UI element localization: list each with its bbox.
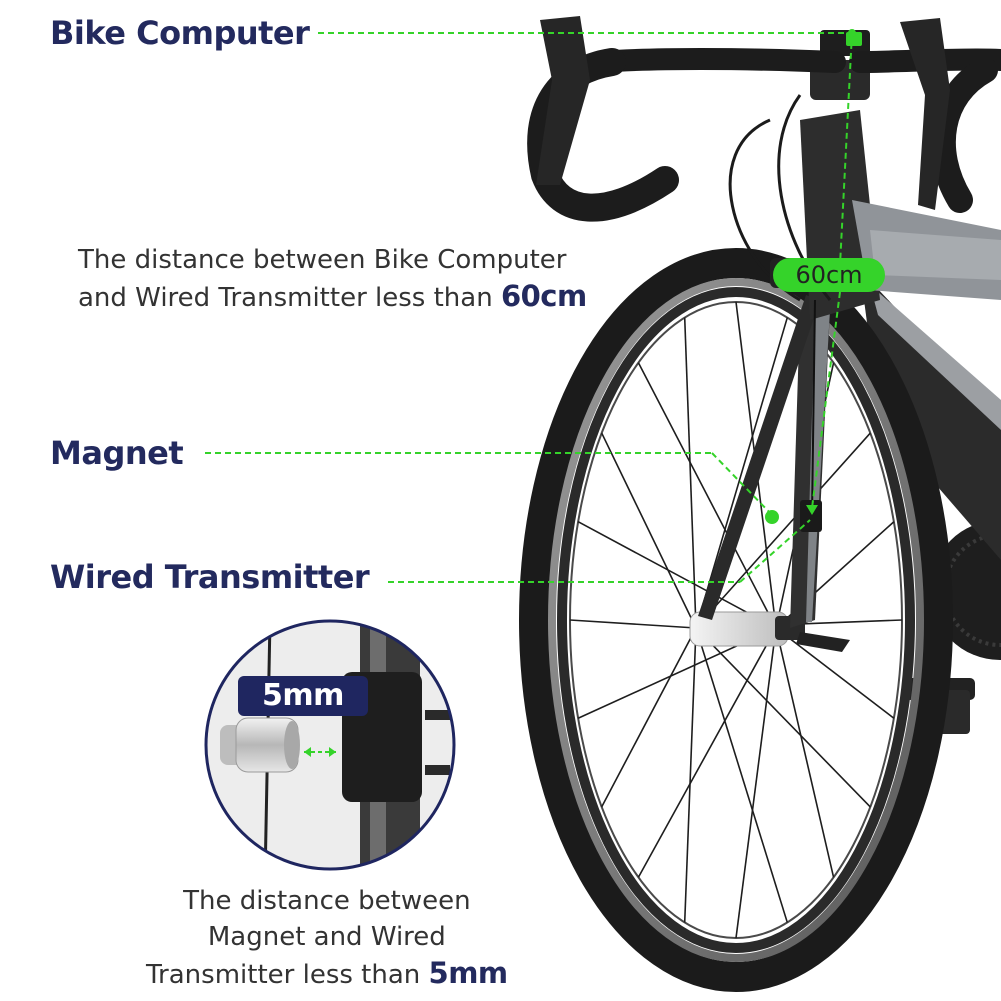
distance-note-magnet-line3: Transmitter less than	[146, 960, 421, 990]
distance-note-magnet: The distance between Magnet and Wired Tr…	[146, 883, 508, 993]
wheel-spoke	[569, 619, 697, 629]
down-tube-accent	[870, 285, 1001, 430]
guide-lines	[205, 32, 853, 583]
wheel-spoke	[600, 627, 697, 808]
inset-detail	[204, 619, 456, 871]
left-brake-lever	[536, 16, 590, 185]
distance-note-magnet-line2: Magnet and Wired	[207, 922, 446, 952]
magnet-unit	[765, 510, 779, 524]
front-wheel	[519, 248, 953, 992]
wheel-spoke	[695, 317, 789, 629]
top-tube-highlight	[870, 230, 1001, 280]
wheel-spoke	[735, 627, 777, 939]
label-magnet: Magnet	[50, 434, 184, 472]
wheel-spoke	[637, 627, 777, 878]
wired-transmitter-unit	[800, 500, 822, 532]
right-brake-lever	[900, 18, 950, 210]
distance-note-computer-value: 60cm	[500, 279, 587, 313]
distance-note-magnet-line3-wrap: Transmitter less than 5mm	[146, 955, 508, 993]
guide-dot-computer	[848, 29, 856, 37]
wheel-spoke	[600, 432, 697, 629]
down-tube	[860, 270, 1001, 560]
inset-gap-badge: 5mm	[238, 676, 368, 716]
sensor-wire	[811, 299, 816, 516]
frame-distance-badge: 60cm	[773, 258, 885, 292]
label-wired-transmitter: Wired Transmitter	[50, 558, 370, 596]
wheel-spoke	[695, 627, 789, 923]
distance-note-magnet-line1: The distance between	[183, 886, 471, 916]
wheel-spoke	[637, 362, 777, 629]
distance-note-magnet-value: 5mm	[428, 956, 509, 990]
fork-left-blade	[698, 295, 820, 620]
wheel-spoke	[577, 521, 777, 629]
distance-note-computer-line2: and Wired Transmitter less than	[78, 283, 493, 313]
distance-note-computer: The distance between Bike Computer and W…	[78, 242, 587, 316]
wheel-spoke	[695, 432, 871, 629]
guide-arrow-transmitter	[806, 505, 818, 515]
wheel-spoke	[683, 627, 697, 923]
wheel-spoke	[683, 317, 697, 629]
wheel-spoke	[775, 627, 895, 719]
wheel-spoke	[775, 627, 835, 878]
label-bike-computer: Bike Computer	[50, 14, 310, 52]
distance-note-computer-line1: The distance between Bike Computer	[78, 245, 567, 275]
wheel-spoke	[695, 627, 871, 808]
